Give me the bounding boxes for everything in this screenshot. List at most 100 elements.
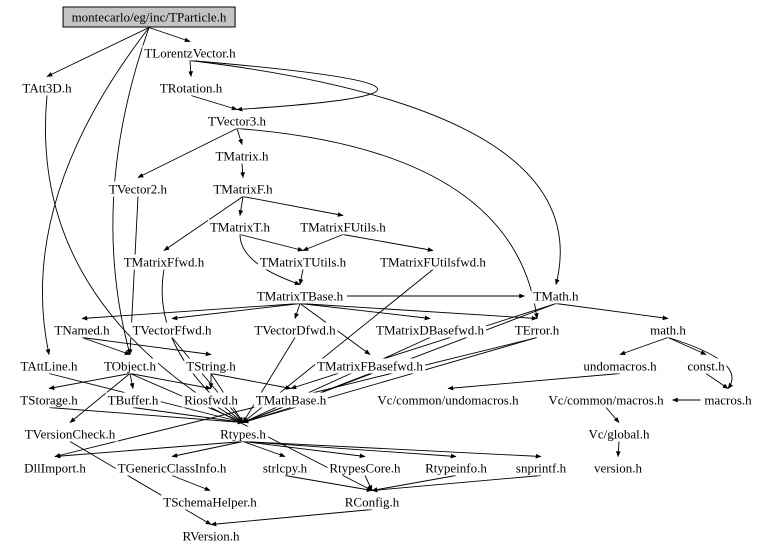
node-TObject[interactable]: TObject.h	[101, 358, 159, 374]
node-VcCommonMacros[interactable]: Vc/common/macros.h	[546, 392, 666, 408]
edge-TMatrixTBase-to-TVectorDfwd	[294, 303, 301, 320]
edge-TMatrixTBase-to-TVectorFfwd	[171, 303, 301, 321]
edge-TParticle-to-TLorentzVector	[148, 27, 191, 43]
node-TVector2[interactable]: TVector2.h	[106, 181, 170, 197]
edge-math-to-undomacros	[619, 337, 669, 355]
edge-TMatrixT-to-TMatrixTUtils	[239, 234, 304, 252]
edge-TMath-to-math	[555, 303, 669, 321]
edge-TVector3-to-TVector2	[137, 128, 238, 178]
edge-TParticle-to-TAtt3D	[46, 27, 150, 77]
node-TMatrixFUtils[interactable]: TMatrixFUtils.h	[298, 219, 388, 235]
edge-strlcpy-to-RConfig	[284, 475, 373, 492]
edge-TMatrixDBasefwd-to-Rtypes	[242, 337, 431, 423]
node-undomacros[interactable]: undomacros.h	[581, 358, 659, 374]
edge-TMath-to-TMathBase	[290, 303, 557, 390]
node-RConfig[interactable]: RConfig.h	[342, 494, 402, 510]
edge-TGenericClassInfo-to-TSchemaHelper	[171, 475, 211, 491]
node-strlcpy[interactable]: strlcpy.h	[260, 460, 310, 476]
edge-TMatrixFUtils-to-TMatrixFUtilsfwd	[342, 234, 434, 252]
node-TMatrixTUtils[interactable]: TMatrixTUtils.h	[257, 254, 349, 270]
node-math[interactable]: math.h	[648, 322, 688, 338]
edge-Rtypes-to-strlcpy	[242, 441, 286, 457]
node-VcCommonUndomacros[interactable]: Vc/common/undomacros.h	[375, 392, 521, 408]
node-TLorentzVector[interactable]: TLorentzVector.h	[142, 45, 238, 61]
node-RtypesCore[interactable]: RtypesCore.h	[327, 460, 403, 476]
edge-undomacros-to-VcCommonUndomacros	[447, 373, 621, 391]
edge-TParticle-to-TAttLine	[41, 27, 150, 356]
node-TError[interactable]: TError.h	[512, 322, 562, 338]
node-TMatrixDBasefwd[interactable]: TMatrixDBasefwd.h	[374, 322, 486, 338]
node-TRotation[interactable]: TRotation.h	[157, 80, 225, 96]
edge-TVersionCheck-to-RVersion	[69, 441, 212, 525]
node-TBuffer[interactable]: TBuffer.h	[105, 392, 161, 408]
edge-VcCommonMacros-to-VcGlobal	[605, 407, 620, 423]
node-TGenericClassInfo[interactable]: TGenericClassInfo.h	[115, 460, 229, 476]
node-TMath[interactable]: TMath.h	[531, 288, 581, 304]
edge-Rtypes-to-Rtypeinfo	[242, 441, 457, 459]
edge-Rtypes-to-TGenericClassInfo	[171, 441, 244, 458]
node-TSchemaHelper[interactable]: TSchemaHelper.h	[161, 494, 259, 510]
node-TMathBase[interactable]: TMathBase.h	[253, 392, 329, 408]
edge-TLorentzVector-to-TVector3	[189, 60, 378, 112]
edge-TStorage-to-Rtypes	[48, 407, 244, 425]
node-version[interactable]: version.h	[591, 460, 645, 476]
node-RVersion[interactable]: RVersion.h	[180, 528, 242, 544]
edge-snprintf-to-RConfig	[371, 475, 542, 493]
edge-TMatrix-to-TMatrixF	[240, 163, 245, 179]
edge-TMatrixF-to-TMatrixT	[238, 196, 244, 217]
edge-TVector3-to-TMatrix	[236, 128, 243, 146]
edge-TMathBase-to-Rtypes	[242, 407, 292, 424]
edge-TMatrixFUtils-to-TMatrixTUtils	[302, 234, 344, 251]
edge-TObject-to-Riosfwd	[129, 373, 212, 390]
node-TAtt3D[interactable]: TAtt3D.h	[20, 80, 74, 96]
edge-TMatrixF-to-TMatrixFUtils	[242, 196, 344, 217]
node-TMatrixF[interactable]: TMatrixF.h	[211, 181, 275, 197]
edge-TObject-to-TStorage	[48, 373, 131, 390]
edge-TVectorDfwd-to-Rtypes	[242, 337, 296, 423]
node-snprintf[interactable]: snprintf.h	[513, 460, 569, 476]
edge-math-to-const	[667, 337, 707, 355]
node-TAttLine[interactable]: TAttLine.h	[18, 358, 80, 374]
node-Rtypeinfo[interactable]: Rtypeinfo.h	[423, 460, 489, 476]
edge-TLorentzVector-to-TRotation	[188, 60, 194, 78]
node-TMatrixFUtilsfwd[interactable]: TMatrixFUtilsfwd.h	[378, 254, 488, 270]
node-Rtypes[interactable]: Rtypes.h	[218, 426, 268, 442]
node-TStorage[interactable]: TStorage.h	[18, 392, 80, 408]
node-const[interactable]: const.h	[685, 358, 727, 374]
node-Riosfwd[interactable]: Riosfwd.h	[182, 392, 240, 408]
node-TMatrixFfwd[interactable]: TMatrixFfwd.h	[121, 254, 207, 270]
edge-TVector3-to-TError	[236, 128, 539, 320]
edge-Riosfwd-to-RConfig	[210, 407, 373, 491]
node-TMatrixT[interactable]: TMatrixT.h	[207, 219, 273, 235]
edge-TLorentzVector-to-TMath	[189, 60, 561, 286]
node-DllImport[interactable]: DllImport.h	[22, 460, 88, 476]
node-TString[interactable]: TString.h	[184, 358, 238, 374]
edge-TObject-to-TBuffer	[129, 373, 135, 390]
node-TMatrixFBasefwd[interactable]: TMatrixFBasefwd.h	[315, 358, 425, 374]
edge-TObject-to-TVersionCheck	[69, 373, 131, 423]
edge-TMatrixTBase-to-TMatrixDBasefwd	[299, 303, 431, 321]
node-TVectorFfwd[interactable]: TVectorFfwd.h	[130, 322, 214, 338]
node-TVersionCheck[interactable]: TVersionCheck.h	[22, 426, 118, 442]
edge-TNamed-to-TString	[81, 337, 212, 357]
node-TMatrixTBase[interactable]: TMatrixTBase.h	[254, 288, 346, 304]
node-TMatrix[interactable]: TMatrix.h	[213, 148, 271, 164]
edge-TNamed-to-TObject	[81, 337, 131, 355]
node-TVectorDfwd[interactable]: TVectorDfwd.h	[252, 322, 338, 338]
edge-TString-to-TMathBase	[210, 373, 292, 390]
edge-TVectorFfwd-to-Rtypes	[171, 337, 244, 423]
node-TVector3[interactable]: TVector3.h	[205, 113, 269, 129]
edge-TRotation-to-TVector3	[190, 95, 238, 111]
node-TNamed[interactable]: TNamed.h	[52, 322, 112, 338]
edge-VcGlobal-to-version	[616, 441, 621, 458]
edge-TBuffer-to-Rtypes	[132, 407, 244, 425]
edge-TAtt3D-to-Rtypes	[45, 95, 244, 423]
node-macros[interactable]: macros.h	[702, 392, 754, 408]
node-TParticle-root[interactable]: montecarlo/eg/inc/TParticle.h	[62, 6, 236, 28]
edge-RtypesCore-to-RConfig	[364, 475, 373, 492]
edge-TMatrixTBase-to-TError	[299, 303, 538, 321]
node-VcGlobal[interactable]: Vc/global.h	[586, 426, 652, 442]
edge-Rtypes-to-RtypesCore	[242, 441, 366, 459]
